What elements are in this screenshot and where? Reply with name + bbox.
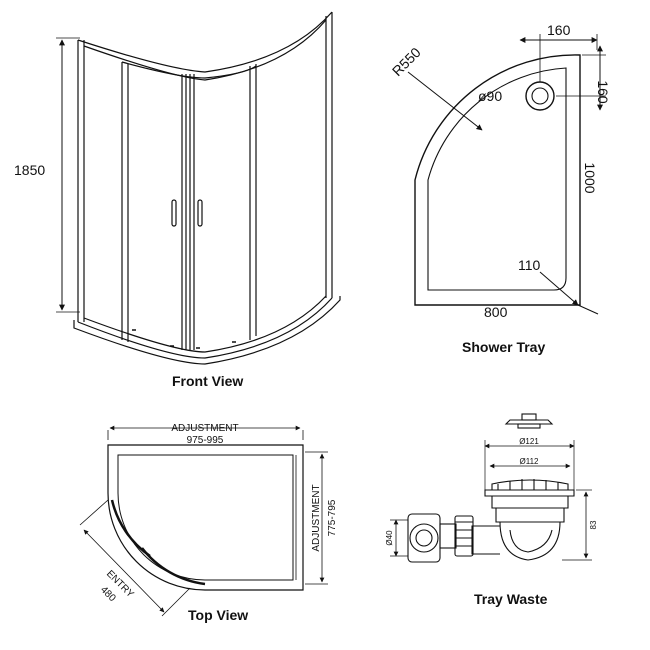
top-width-range: 975-995 <box>187 435 224 446</box>
tray-waste-title: Tray Waste <box>474 591 548 607</box>
entry-dimension <box>83 529 165 613</box>
tray-inner-outline <box>427 67 567 291</box>
left-door-handle <box>171 199 177 227</box>
tray-waste-diameter-label: ø90 <box>478 88 502 104</box>
front-view-title: Front View <box>172 373 243 389</box>
tray-radius-label: R550 <box>389 44 424 79</box>
top-rail <box>77 11 333 73</box>
tray-waste-inner-circle <box>531 87 549 105</box>
waste-height-label: 83 <box>589 520 598 529</box>
bottom-rail <box>77 297 333 359</box>
tray-side-offset-label: 160 <box>595 80 611 104</box>
waste-top-cap <box>521 413 537 421</box>
tray-outline <box>414 54 581 306</box>
waste-outlet-coupling <box>407 513 441 563</box>
radius-leader <box>407 71 483 131</box>
top-view-diagram <box>79 425 328 617</box>
waste-outer-diameter-label: Ø121 <box>519 437 539 446</box>
waste-flange <box>484 489 575 497</box>
top-width-caption: ADJUSTMENT <box>171 423 238 434</box>
top-view-title: Top View <box>188 607 248 623</box>
tray-corner-label: 110 <box>518 257 541 273</box>
left-frame-post <box>77 40 85 322</box>
shower-tray-title: Shower Tray <box>462 339 545 355</box>
waste-nut <box>454 515 474 557</box>
top-view-door-left <box>110 499 151 558</box>
right-door-edge <box>249 64 257 340</box>
waste-body <box>499 521 561 561</box>
waste-outlet-label: Ø40 <box>385 530 394 546</box>
left-door-edge <box>121 62 129 342</box>
door-center-right <box>189 74 195 350</box>
tray-waste-outer-circle <box>525 81 555 111</box>
tray-width-label: 800 <box>484 304 508 320</box>
top-depth-caption: ADJUSTMENT <box>311 484 322 551</box>
front-view-diagram <box>56 11 341 365</box>
tray-length-label: 1000 <box>582 162 598 193</box>
front-height-label: 1850 <box>14 162 45 178</box>
tray-top-offset-label: 160 <box>547 22 571 38</box>
tray-waste-diagram <box>390 413 592 563</box>
top-view-outline <box>107 444 304 591</box>
top-depth-range: 775-795 <box>327 499 338 536</box>
corner-leader <box>539 271 579 306</box>
waste-outlet-pipe <box>471 525 500 555</box>
shower-tray-diagram <box>407 34 606 315</box>
top-view-inner-outline <box>117 454 294 581</box>
right-door-handle <box>197 199 203 227</box>
waste-inner-diameter-label: Ø112 <box>520 457 540 466</box>
right-frame-post <box>325 12 333 298</box>
tray-base <box>73 296 341 365</box>
door-center-left <box>181 74 187 350</box>
entry-value: 480 <box>98 584 118 604</box>
top-view-door-right <box>141 547 206 586</box>
